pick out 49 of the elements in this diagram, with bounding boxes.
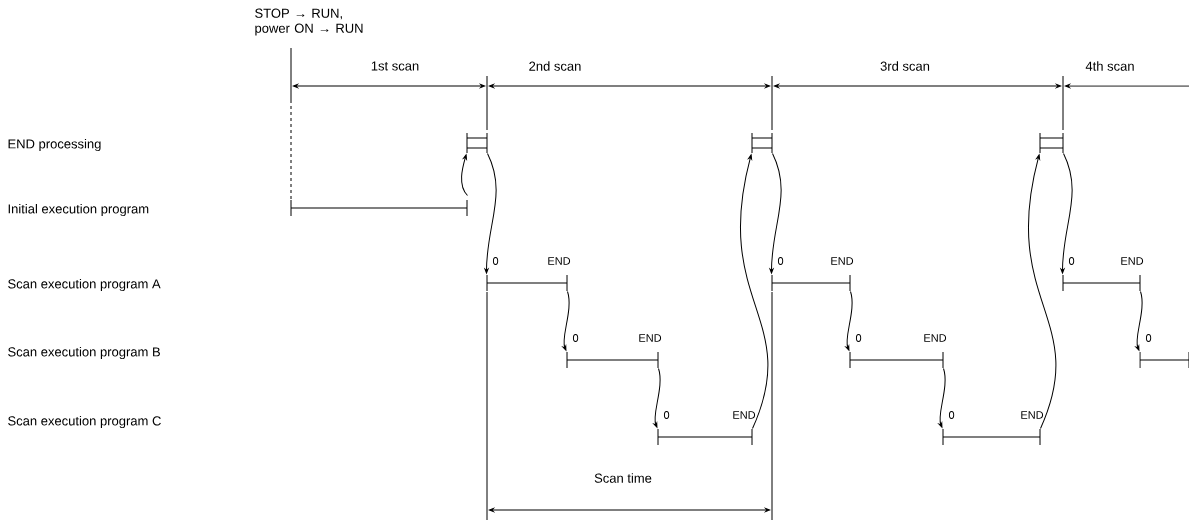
- flow-arrow: [1135, 291, 1143, 351]
- node-label: 0: [855, 334, 862, 342]
- node-label: END: [1021, 411, 1044, 419]
- text-label: 4th scan: [1085, 61, 1134, 71]
- execution-bar: [657, 428, 753, 446]
- execution-bar: [942, 428, 1041, 446]
- execution-bar: [566, 351, 659, 369]
- flow-arrow: [845, 291, 853, 351]
- flow-arrow: [484, 153, 497, 274]
- end-processing-block: [466, 132, 488, 154]
- flow-arrow: [740, 154, 769, 429]
- text-label: STOP → RUN, power ON → RUN: [255, 8, 363, 36]
- text-label: 3rd scan: [880, 61, 930, 71]
- flow-arrow: [938, 368, 946, 428]
- node-label: END: [548, 257, 571, 265]
- node-label: 0: [777, 257, 784, 265]
- flow-arrow: [562, 291, 570, 351]
- execution-bar: [1062, 274, 1141, 292]
- end-processing-block: [1039, 132, 1064, 154]
- node-label: END: [831, 257, 854, 265]
- execution-bar: [849, 351, 944, 369]
- node-label: 0: [572, 334, 579, 342]
- node-label: 0: [492, 257, 499, 265]
- text-label: 1st scan: [371, 61, 419, 71]
- node-label: 0: [948, 411, 955, 419]
- node-label: 0: [1068, 257, 1075, 265]
- text-label: Scan execution program A: [8, 278, 161, 292]
- text-label: Initial execution program: [8, 203, 149, 217]
- text-label: Scan execution program C: [8, 415, 161, 429]
- execution-bar: [771, 274, 851, 292]
- node-label: 0: [1145, 334, 1152, 342]
- text-label: Scan time: [594, 473, 652, 483]
- flow-arrow: [461, 154, 468, 196]
- node-label: END: [639, 334, 662, 342]
- node-label: END: [924, 334, 947, 342]
- text-label: Scan execution program B: [8, 346, 160, 360]
- node-label: END: [1121, 257, 1144, 265]
- node-label: 0: [663, 411, 670, 419]
- node-label: END: [733, 411, 756, 419]
- execution-bar: [486, 274, 568, 292]
- text-label: END processing: [8, 138, 101, 152]
- text-label: 2nd scan: [529, 61, 581, 71]
- flow-arrow: [769, 153, 782, 274]
- flow-arrow: [653, 368, 661, 428]
- end-processing-block: [751, 132, 773, 154]
- flow-arrow: [1060, 153, 1073, 274]
- execution-bar: [1139, 351, 1189, 369]
- execution-bar: [290, 199, 468, 217]
- flow-arrow: [1028, 154, 1057, 429]
